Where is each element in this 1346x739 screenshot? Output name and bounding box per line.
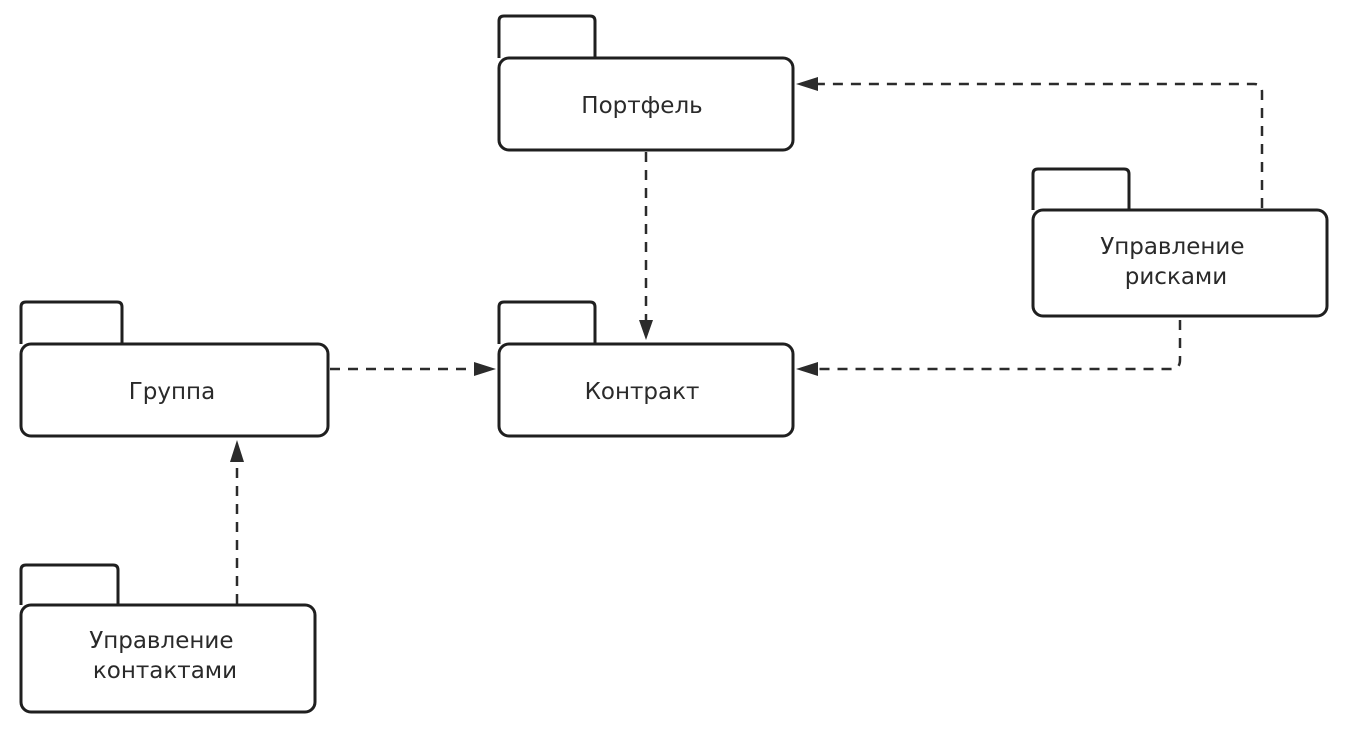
package-label-risk-management: Управление рисками xyxy=(1100,234,1252,290)
package-label-contact-management: Управление контактами xyxy=(89,628,241,684)
package-label-portfolio: Портфель xyxy=(581,93,702,119)
dependency-risk-to-portfolio xyxy=(796,77,1264,208)
package-risk-management[interactable]: Управление рисками xyxy=(1031,167,1329,318)
package-contract[interactable]: Контракт xyxy=(497,300,795,438)
dependency-contacts-to-group xyxy=(230,440,244,604)
package-label-contract: Контракт xyxy=(585,379,700,405)
package-portfolio[interactable]: Портфель xyxy=(497,14,795,152)
dependency-risk-to-contract xyxy=(796,320,1182,376)
dependency-portfolio-to-contract xyxy=(639,152,653,340)
package-group[interactable]: Группа xyxy=(19,300,330,438)
dependency-group-to-contract xyxy=(330,362,496,376)
package-contact-management[interactable]: Управление контактами xyxy=(19,563,317,714)
package-label-group: Группа xyxy=(129,379,215,405)
